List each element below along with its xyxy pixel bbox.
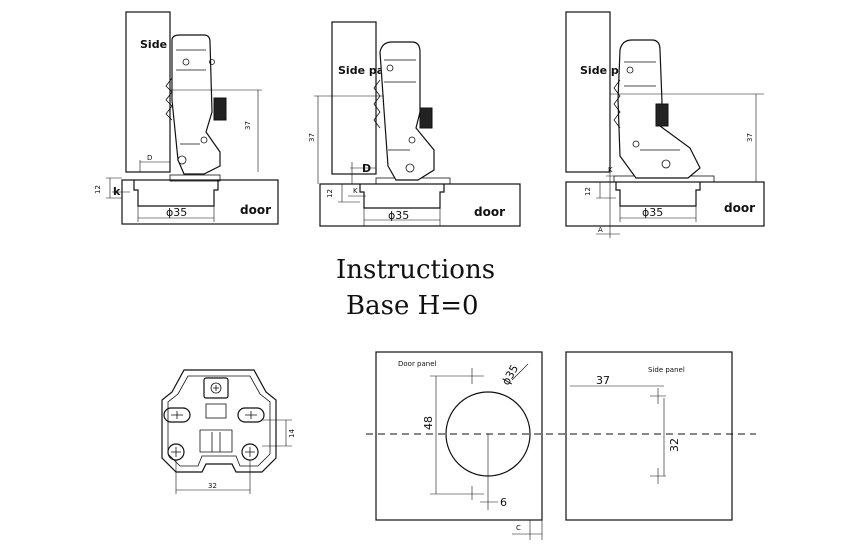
hinge-side-view-1: Side panel door 37 D 12 k ϕ35 xyxy=(94,11,279,225)
dim-37-2: 37 xyxy=(308,133,316,142)
bore-label-1: ϕ35 xyxy=(166,206,187,219)
hinge-side-view-3: Side panel door 37 12 K A ϕ35 xyxy=(565,11,765,238)
dim-37-3: 37 xyxy=(746,133,754,142)
dim-12-1: 12 xyxy=(94,185,102,194)
side-dim-32: 32 xyxy=(668,438,681,452)
door-label-1: door xyxy=(240,203,271,217)
instructions-title: Instructions xyxy=(336,255,495,285)
door-label-2: door xyxy=(474,205,505,219)
dim-k-1: k xyxy=(113,185,121,198)
door-panel-label: Door panel xyxy=(398,360,437,368)
dim-d-1: D xyxy=(147,154,152,162)
side-panel-outline xyxy=(565,351,733,521)
dim-d-2: D xyxy=(362,162,371,175)
dim-k-2: K xyxy=(353,187,358,195)
plate-dim-14: 14 xyxy=(288,429,296,438)
mounting-plate: 32 14 xyxy=(161,369,296,494)
side-dim-37: 37 xyxy=(596,374,610,387)
door-panel-outline xyxy=(375,351,543,521)
side-panel-view: Side panel 37 32 xyxy=(565,351,733,521)
door-dim-35: ϕ35 xyxy=(499,363,521,388)
door-dim-c: C xyxy=(516,524,521,532)
dim-a-3: A xyxy=(598,226,603,234)
door-dim-6: 6 xyxy=(500,496,507,509)
base-title: Base H=0 xyxy=(346,291,479,321)
side-panel-3 xyxy=(565,11,611,173)
dim-37-1: 37 xyxy=(244,121,252,130)
dim-12-2: 12 xyxy=(326,189,334,198)
side-panel-1 xyxy=(125,11,171,173)
plate-dim-32: 32 xyxy=(208,482,217,490)
bore-label-3: ϕ35 xyxy=(642,206,663,219)
side-panel-view-label: Side panel xyxy=(648,366,685,374)
bore-label-2: ϕ35 xyxy=(388,209,409,222)
door-1 xyxy=(121,179,279,225)
dim-k-3: K xyxy=(608,166,613,174)
door-label-3: door xyxy=(724,201,755,215)
side-panel-2 xyxy=(331,21,377,175)
hinge-side-view-2: Side panel door 37 D 12 K ϕ35 xyxy=(308,21,521,227)
dim-12-3: 12 xyxy=(584,187,592,196)
door-panel-view: Door panel 48 ϕ35 6 C xyxy=(375,351,543,540)
door-dim-48: 48 xyxy=(422,416,435,430)
